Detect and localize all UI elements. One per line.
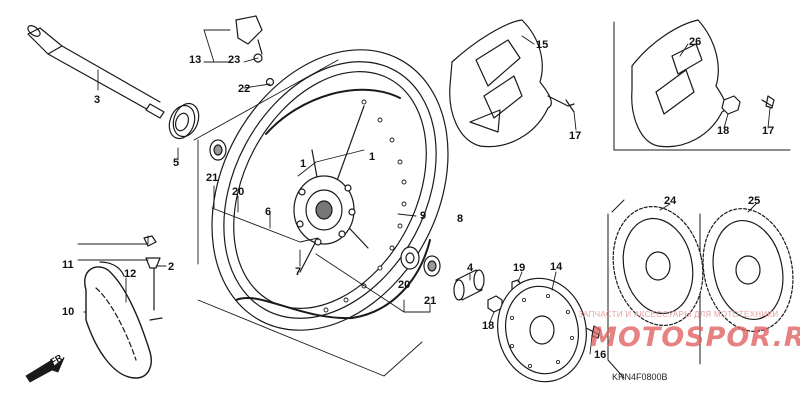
alt-discs bbox=[607, 199, 794, 379]
callout-3: 3 bbox=[94, 94, 101, 106]
callout-18b: 18 bbox=[482, 320, 495, 332]
callout-15: 15 bbox=[536, 39, 549, 51]
brake-disc bbox=[497, 277, 587, 383]
diagram-code: KRN4F0800B bbox=[612, 372, 668, 382]
front-arrow-icon bbox=[25, 357, 65, 383]
callout-6: 6 bbox=[265, 206, 272, 218]
callout-13: 13 bbox=[189, 54, 202, 66]
callout-19: 19 bbox=[513, 262, 526, 274]
disc-bolt bbox=[585, 325, 601, 339]
callout-2: 2 bbox=[168, 261, 175, 273]
axle bbox=[27, 25, 165, 119]
leader-lines bbox=[77, 29, 771, 355]
watermark-tagline: ЗАПЧАСТИ И АКСЕССУАРЫ ДЛЯ МОТОТЕХНИКИ bbox=[578, 310, 779, 319]
callout-23: 23 bbox=[228, 54, 241, 66]
callout-9: 9 bbox=[420, 210, 427, 222]
assembly-frame bbox=[193, 59, 423, 377]
callout-14: 14 bbox=[550, 261, 563, 273]
side-collar bbox=[453, 269, 485, 301]
disc-cover bbox=[449, 19, 575, 148]
callout-21b: 21 bbox=[424, 295, 437, 307]
callout-10: 10 bbox=[62, 306, 75, 318]
watermark-logo: MOTOSPOR.RU bbox=[590, 322, 800, 353]
callout-1b: 1 bbox=[369, 151, 376, 163]
callout-11: 11 bbox=[62, 259, 74, 271]
alt-cover-box bbox=[613, 19, 791, 151]
callout-25: 25 bbox=[748, 195, 761, 207]
callout-16: 16 bbox=[594, 349, 607, 361]
valve-stem bbox=[235, 15, 275, 87]
callout-1a: 1 bbox=[300, 158, 307, 170]
rim-lock bbox=[143, 235, 161, 311]
hub-and-spokes bbox=[293, 105, 369, 273]
callout-17a: 17 bbox=[569, 130, 582, 142]
callout-22: 22 bbox=[238, 83, 251, 95]
tire bbox=[84, 261, 163, 379]
callout-17b: 17 bbox=[762, 125, 775, 137]
callout-18a: 18 bbox=[717, 125, 730, 137]
callout-5: 5 bbox=[173, 157, 180, 169]
callout-20b: 20 bbox=[398, 279, 411, 291]
callout-21a: 21 bbox=[206, 172, 219, 184]
callout-12: 12 bbox=[124, 268, 137, 280]
callout-26: 26 bbox=[689, 36, 702, 48]
dust-seal bbox=[168, 102, 200, 140]
callout-20a: 20 bbox=[232, 186, 245, 198]
callout-4: 4 bbox=[467, 262, 474, 274]
callout-8: 8 bbox=[457, 213, 464, 225]
callout-24: 24 bbox=[664, 195, 677, 207]
callout-7: 7 bbox=[295, 266, 302, 278]
bearings-right bbox=[400, 246, 441, 277]
